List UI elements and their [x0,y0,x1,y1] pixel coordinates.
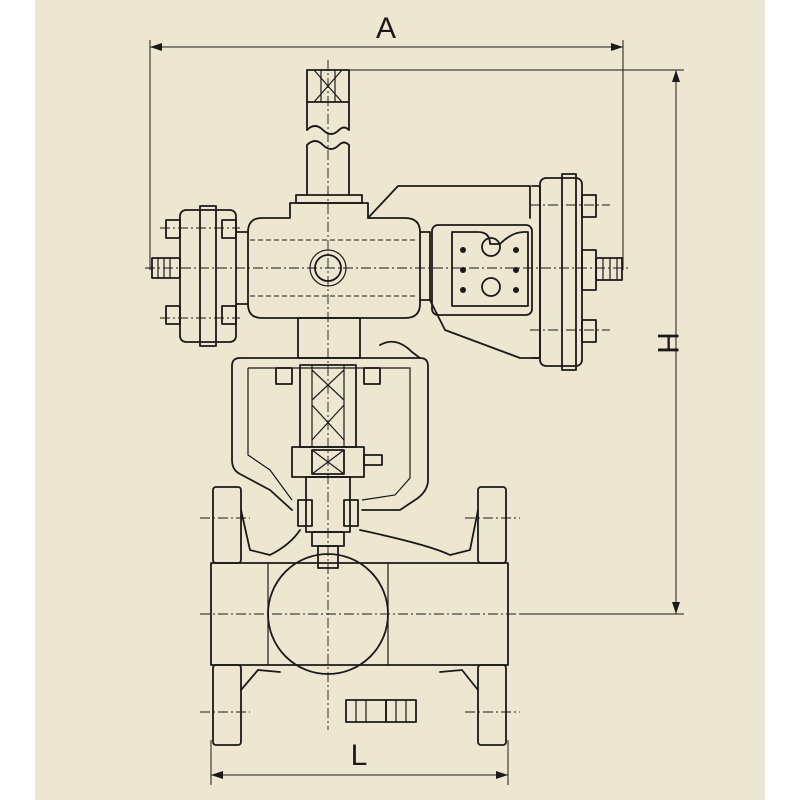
drawing-background [35,0,765,800]
dimension-h-label: H [651,332,684,354]
drawing-panel: A H L [35,0,765,800]
valve-body [210,486,509,746]
valve-assembly-drawing: A H L [35,0,765,800]
dimension-h: H [332,69,684,615]
stem-packing [291,364,383,547]
dimension-a: A [149,12,624,270]
actuator-left-flange [151,205,249,347]
dimension-a-label: A [376,12,396,45]
actuator-housing [247,185,541,359]
dimension-l-label: L [351,739,368,772]
actuator-right-flange [539,173,623,371]
dimension-l: L [210,739,509,785]
